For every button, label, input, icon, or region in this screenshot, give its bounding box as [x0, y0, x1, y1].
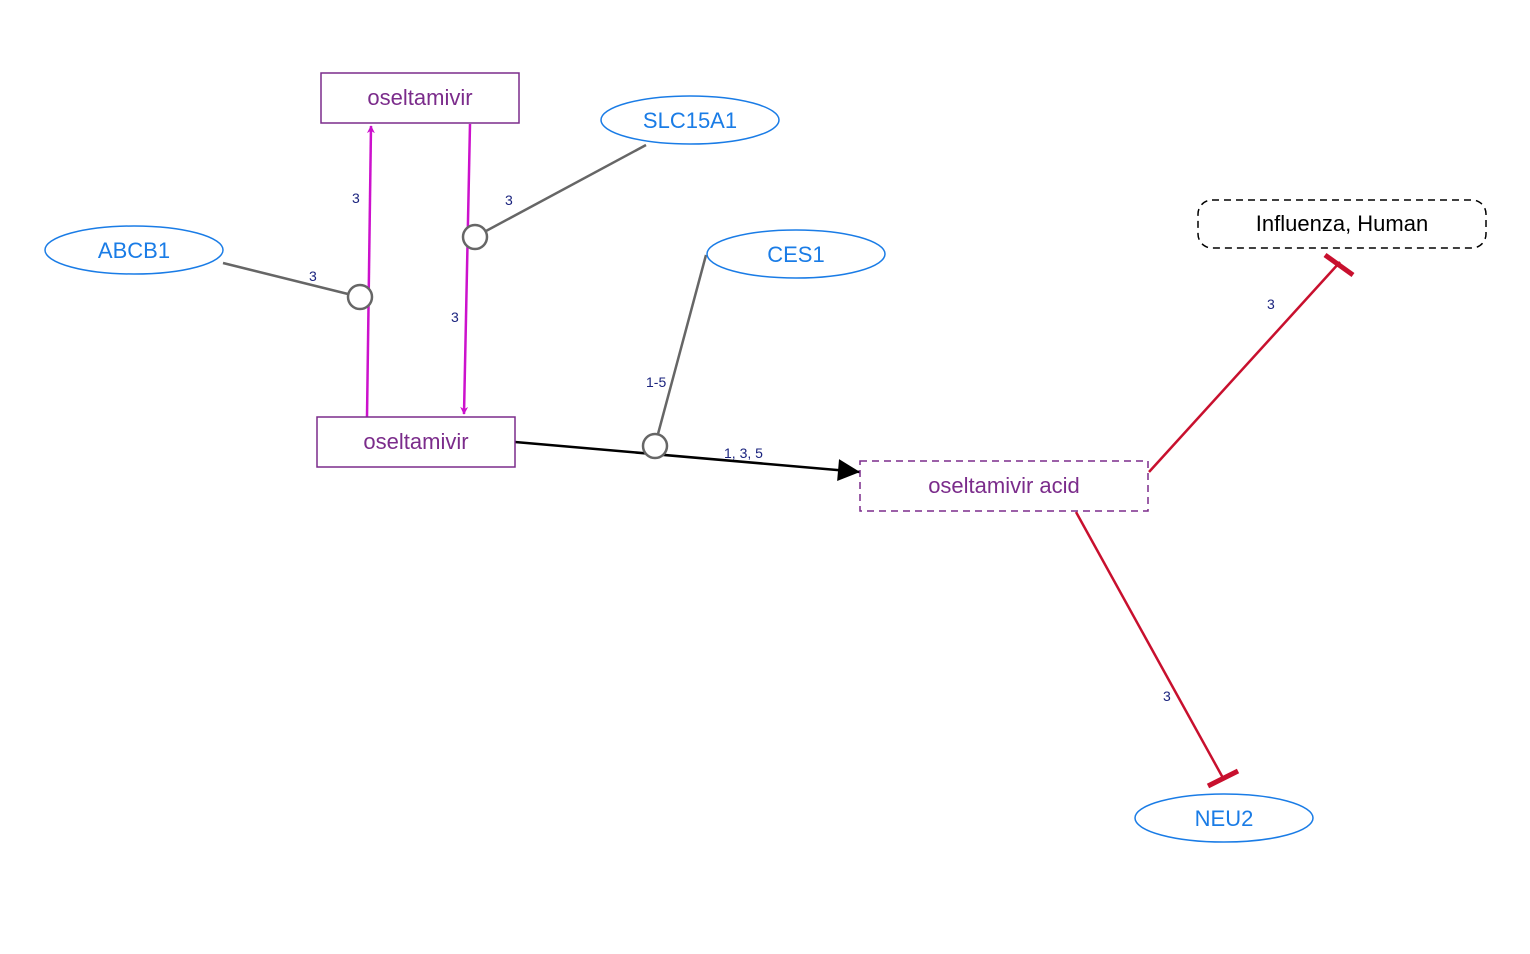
inhibit-influenza-bar — [1323, 252, 1355, 278]
edge-label-neu2: 3 — [1163, 688, 1171, 704]
abcb1-ellipse[interactable] — [44, 225, 224, 275]
node-abcb1[interactable]: ABCB1 — [44, 225, 224, 275]
node-slc15a1[interactable]: SLC15A1 — [600, 95, 780, 145]
inhibit-neu2-bar — [1206, 768, 1240, 789]
efflux-line[interactable] — [365, 125, 375, 418]
node-influenza-human[interactable]: Influenza, Human — [1197, 199, 1487, 249]
neu2-ellipse[interactable] — [1134, 793, 1314, 843]
oseltamivir-mid-label: oseltamivir — [363, 429, 468, 454]
slc15a1-ellipse[interactable] — [600, 95, 780, 145]
edge-label-efflux: 3 — [352, 190, 360, 206]
inhibit-neu2-line[interactable] — [1074, 511, 1225, 779]
influenza-human-box[interactable] — [1197, 199, 1487, 249]
oseltamivir-acid-box[interactable] — [859, 460, 1149, 512]
oseltamivir-acid-label: oseltamivir acid — [928, 473, 1080, 498]
uptake-line[interactable] — [460, 123, 472, 415]
edge-label-uptake: 3 — [451, 309, 459, 325]
edge-uptake[interactable]: 3 — [451, 123, 472, 415]
edge-label-abcb1: 3 — [309, 268, 317, 284]
edge-inhibit-influenza[interactable]: 3 — [1148, 252, 1355, 473]
inhibit-influenza-line[interactable] — [1148, 261, 1341, 473]
edge-label-influenza: 3 — [1267, 296, 1275, 312]
edge-label-ces1: 1-5 — [646, 374, 666, 390]
oseltamivir-top-label: oseltamivir — [367, 85, 472, 110]
node-neu2[interactable]: NEU2 — [1134, 793, 1314, 843]
oseltamivir-mid-box[interactable] — [316, 416, 516, 468]
conversion-line[interactable] — [514, 440, 861, 482]
edge-inhibit-neu2[interactable]: 3 — [1074, 511, 1240, 789]
node-oseltamivir-mid[interactable]: oseltamivir — [316, 416, 516, 468]
ces1-ellipse[interactable] — [706, 229, 886, 279]
ces1-modifier-line[interactable] — [656, 254, 708, 435]
edge-slc15a1-modifier[interactable]: 3 — [461, 143, 647, 251]
abcb1-modifier-circle — [346, 283, 374, 311]
influenza-human-label: Influenza, Human — [1256, 211, 1428, 236]
node-ces1[interactable]: CES1 — [706, 229, 886, 279]
slc15a1-modifier-circle — [461, 223, 489, 251]
ces1-modifier-circle — [641, 432, 669, 460]
edge-ces1-modifier[interactable]: 1-5 — [641, 254, 708, 460]
slc15a1-modifier-line[interactable] — [485, 143, 647, 233]
neu2-label: NEU2 — [1195, 806, 1254, 831]
edge-label-conversion: 1, 3, 5 — [724, 445, 763, 461]
ces1-label: CES1 — [767, 242, 824, 267]
edge-conversion[interactable]: 1, 3, 5 — [514, 440, 861, 482]
edge-efflux[interactable]: 3 — [352, 125, 375, 418]
node-oseltamivir-top[interactable]: oseltamivir — [320, 72, 520, 124]
oseltamivir-top-box[interactable] — [320, 72, 520, 124]
abcb1-label: ABCB1 — [98, 238, 170, 263]
node-oseltamivir-acid[interactable]: oseltamivir acid — [859, 460, 1149, 512]
edge-abcb1-modifier[interactable]: 3 — [222, 261, 374, 311]
abcb1-modifier-line[interactable] — [222, 261, 349, 296]
edge-label-slc15a1: 3 — [505, 192, 513, 208]
slc15a1-label: SLC15A1 — [643, 108, 737, 133]
